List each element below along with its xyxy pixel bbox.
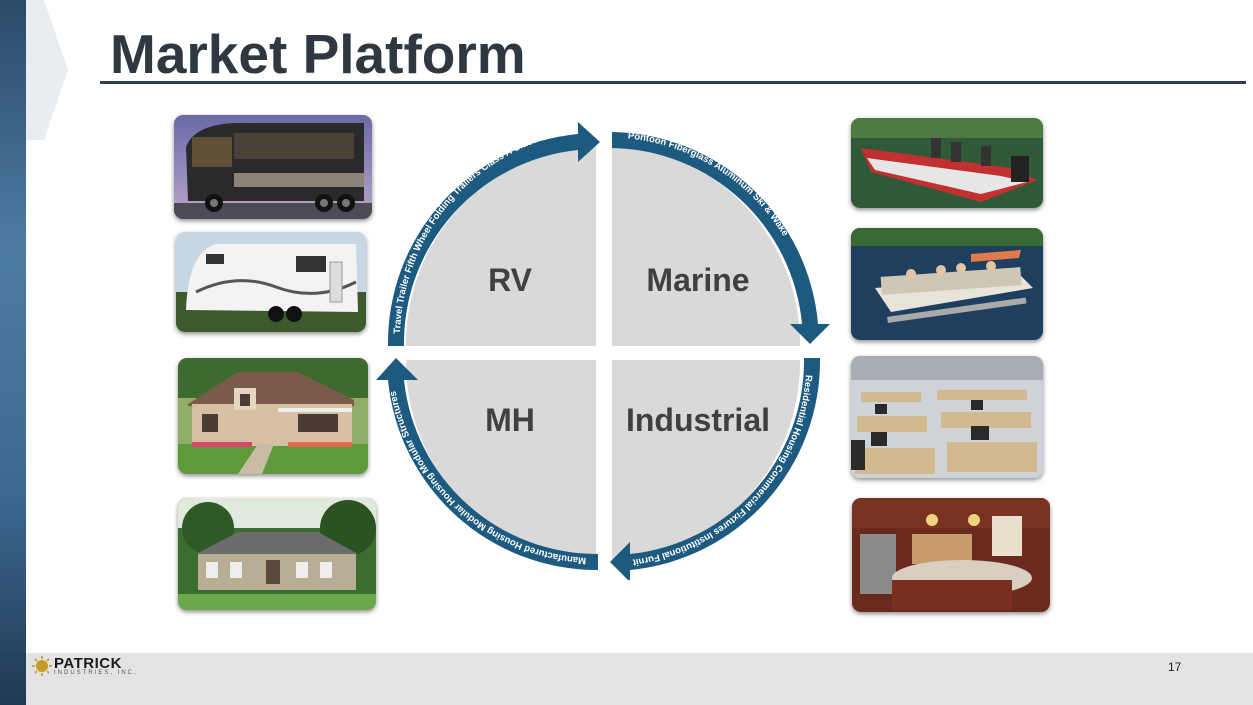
quadrant-label-mh: MH <box>485 402 535 438</box>
kitchen-photo <box>852 498 1050 612</box>
sun-logo-icon <box>32 656 52 676</box>
quadrant-rv <box>405 144 596 346</box>
manufactured-home-photo <box>178 358 368 474</box>
modular-home-photo <box>178 498 376 610</box>
pontoon-boat-photo <box>851 228 1043 340</box>
quadrant-marine <box>612 144 801 346</box>
quadrant-label-marine: Marine <box>646 262 749 298</box>
classroom-desks-photo <box>851 356 1043 478</box>
motorhome-photo <box>174 115 372 219</box>
quadrant-label-industrial: Industrial <box>626 402 770 438</box>
patrick-logo: PATRICK INDUSTRIES, INC. <box>32 656 162 678</box>
page-number: 17 <box>1168 660 1182 674</box>
footer-bar <box>26 653 1253 705</box>
arrow-mh <box>376 358 598 571</box>
quadrant-industrial <box>612 360 801 562</box>
title-underline <box>100 81 1246 84</box>
logo-subtitle: INDUSTRIES, INC. <box>54 670 138 676</box>
side-chevron-shape <box>26 0 68 140</box>
arrow-rv <box>387 122 600 346</box>
market-platform-diagram: Travel Trailer Fifth Wheel Folding Trail… <box>360 110 830 580</box>
travel-trailer-photo <box>176 232 366 332</box>
logo-wordmark: PATRICK <box>54 655 122 672</box>
arrow-marine <box>612 132 830 344</box>
fishing-boat-photo <box>851 118 1043 208</box>
arrow-industrial <box>610 358 821 580</box>
quadrant-label-rv: RV <box>488 262 533 298</box>
slide-title: Market Platform <box>110 23 526 85</box>
side-accent-bar <box>0 0 26 705</box>
quadrant-mh <box>405 360 596 562</box>
